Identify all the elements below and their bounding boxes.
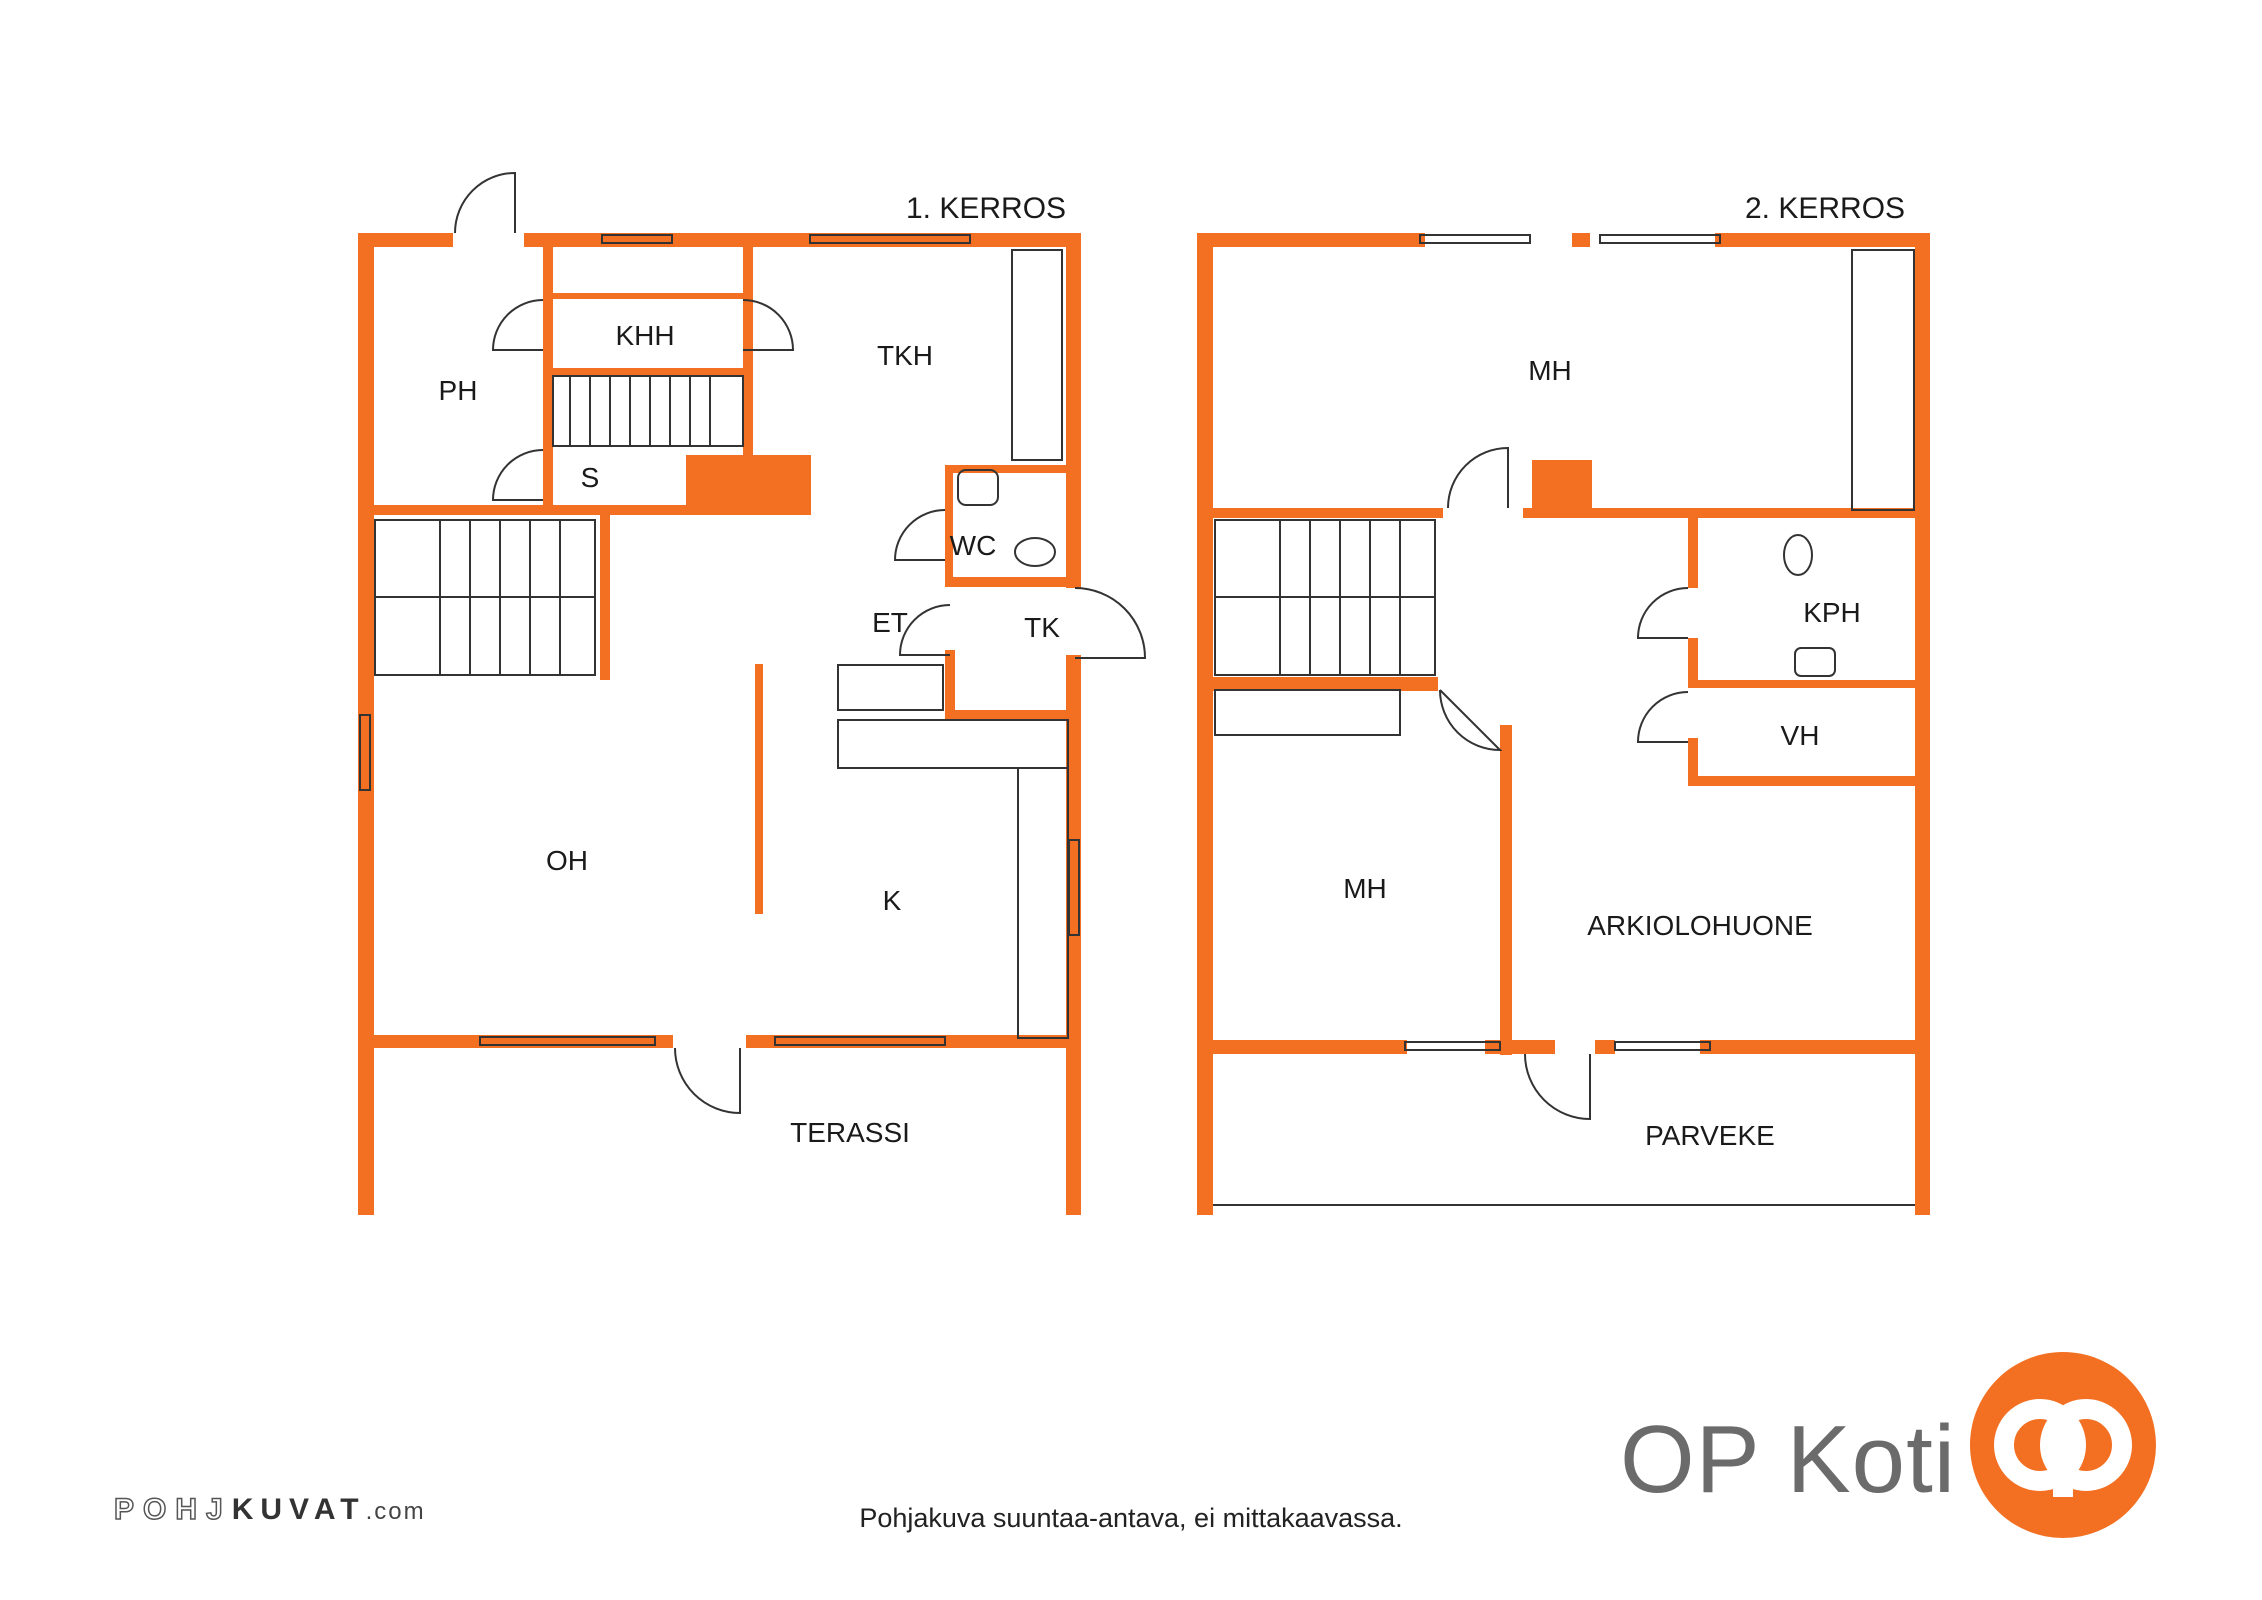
room-label-k: K	[883, 885, 902, 916]
brand-name: OP Koti	[1620, 1406, 1957, 1513]
room-label-oh: OH	[546, 845, 588, 876]
op-logo-icon	[1994, 1399, 2132, 1497]
room-labels: 1. KERROS 2. KERROS PH KHH TKH S WC ET T…	[439, 192, 1906, 1151]
room-label-s: S	[581, 462, 600, 493]
pohjakuvat-watermark: POHJKUVAT.com	[113, 1492, 426, 1527]
watermark-part2: KUVAT	[231, 1493, 366, 1526]
room-label-terassi: TERASSI	[790, 1117, 910, 1148]
room-label-ph: PH	[439, 375, 478, 406]
room-label-kph: KPH	[1803, 597, 1861, 628]
watermark-part3: .com	[365, 1498, 426, 1525]
room-label-tk: TK	[1024, 612, 1060, 643]
floor-title-2: 2. KERROS	[1745, 192, 1905, 225]
room-label-et: ET	[872, 607, 908, 638]
room-label-mh-top: MH	[1528, 355, 1572, 386]
room-label-arkiolohuone: ARKIOLOHUONE	[1587, 910, 1813, 941]
fixtures	[359, 171, 1915, 1206]
room-label-wc: WC	[950, 530, 997, 561]
disclaimer-note: Pohjakuva suuntaa-antava, ei mittakaavas…	[859, 1503, 1403, 1533]
room-label-tkh: TKH	[877, 340, 933, 371]
op-logo	[1970, 1352, 2156, 1538]
floor-title-1: 1. KERROS	[906, 192, 1066, 225]
walls	[358, 233, 1930, 1215]
watermark-part1: POHJ	[113, 1492, 232, 1527]
room-label-mh-left: MH	[1343, 873, 1387, 904]
room-label-parveke: PARVEKE	[1645, 1120, 1775, 1151]
room-label-khh: KHH	[615, 320, 674, 351]
room-label-vh: VH	[1781, 720, 1820, 751]
